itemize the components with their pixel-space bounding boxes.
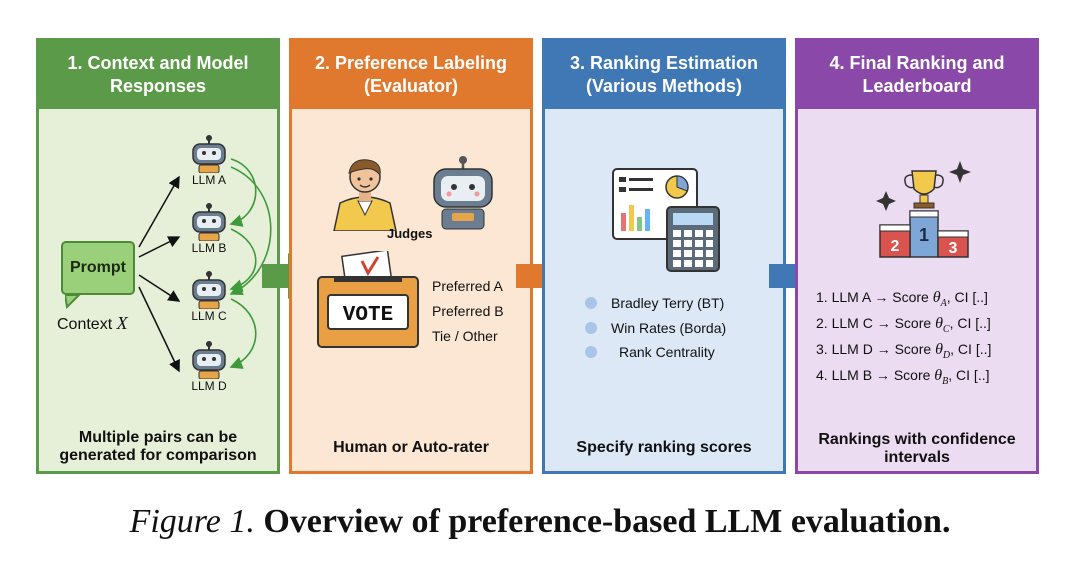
llm-label-b: LLM B [191, 241, 227, 255]
ranking-item-3: 3. LLM D → Score θD, CI [..] [816, 341, 992, 361]
robot-icon-llm-a [192, 135, 226, 173]
caption-title: Overview of preference-based LLM evaluat… [263, 503, 951, 540]
judges-label: Judges [387, 226, 433, 241]
panel-2-footer: Human or Auto-rater [333, 439, 489, 456]
ranking-item-4: 4. LLM B → Score θB, CI [..] [816, 367, 990, 387]
method-bullet-bt [585, 297, 597, 309]
robot-icon-llm-c [192, 271, 226, 309]
method-bullet-borda [585, 322, 597, 334]
panel-ranking-estimation: 3. Ranking Estimation (Various Methods) … [542, 38, 786, 474]
trophy-podium-icon: 2 1 3 [876, 161, 971, 258]
robot-icon-llm-d [192, 341, 226, 379]
panel-context-responses: 1. Context and Model Responses Prompt [36, 38, 280, 474]
ballot-vote-text: VOTE [343, 304, 393, 327]
ranking-item-1: 1. LLM A → Score θA, CI [..] [816, 289, 988, 309]
llm-label-c: LLM C [191, 309, 227, 323]
caption-figure-number: Figure 1. [129, 503, 255, 540]
context-label: Context X [57, 313, 128, 333]
method-bradley-terry: Bradley Terry (BT) [611, 295, 725, 311]
podium-third: 3 [949, 240, 958, 257]
panel-3-footer: Specify ranking scores [576, 439, 752, 456]
option-tie-other: Tie / Other [432, 328, 498, 344]
panel-4-body: 2 1 3 1. LLM A → Score θA, CI [..] 2. LL… [798, 109, 1036, 471]
method-bullet-centrality [585, 346, 597, 358]
prompt-to-llm-arrows [138, 158, 272, 373]
podium-second: 2 [891, 238, 900, 255]
robot-judge-icon [433, 156, 493, 230]
panel-3-body: Bradley Terry (BT) Win Rates (Borda) Ran… [545, 109, 783, 471]
panel-1-title: 1. Context and Model Responses [39, 41, 277, 109]
prompt-bubble-tail [65, 295, 81, 309]
option-preferred-b: Preferred B [432, 303, 504, 319]
option-preferred-a: Preferred A [432, 278, 503, 294]
dashboard-calculator-icon [612, 168, 720, 272]
panel-final-ranking: 4. Final Ranking and Leaderboard 2 1 3 1… [795, 38, 1039, 474]
ranking-item-2: 2. LLM C → Score θC, CI [..] [816, 315, 991, 335]
panel-1-body: Prompt Context X LLM A LLM B [39, 109, 277, 471]
panel-2-title: 2. Preference Labeling (Evaluator) [292, 41, 530, 109]
llm-label-a: LLM A [191, 173, 227, 187]
panel-3-title: 3. Ranking Estimation (Various Methods) [545, 41, 783, 109]
prompt-label: Prompt [70, 259, 126, 276]
human-judge-icon [333, 159, 397, 231]
panel-2-body: Judges VOTE Preferred A Preferred B Tie … [292, 109, 530, 471]
panel-preference-labeling: 2. Preference Labeling (Evaluator) Judge… [289, 38, 533, 474]
figure-caption: Figure 1. Overview of preference-based L… [0, 503, 1080, 541]
llm-label-d: LLM D [191, 379, 227, 393]
robot-icon-llm-b [192, 203, 226, 241]
ballot-box-icon: VOTE [317, 251, 419, 348]
panel-4-footer: Rankings with confidence intervals [818, 431, 1016, 466]
panel-4-title: 4. Final Ranking and Leaderboard [798, 41, 1036, 109]
method-win-rates: Win Rates (Borda) [611, 320, 727, 336]
prompt-box: Prompt [61, 241, 135, 295]
method-rank-centrality: Rank Centrality [619, 344, 715, 360]
panel-1-footer: Multiple pairs can be generated for comp… [59, 429, 257, 464]
podium-first: 1 [919, 225, 929, 245]
